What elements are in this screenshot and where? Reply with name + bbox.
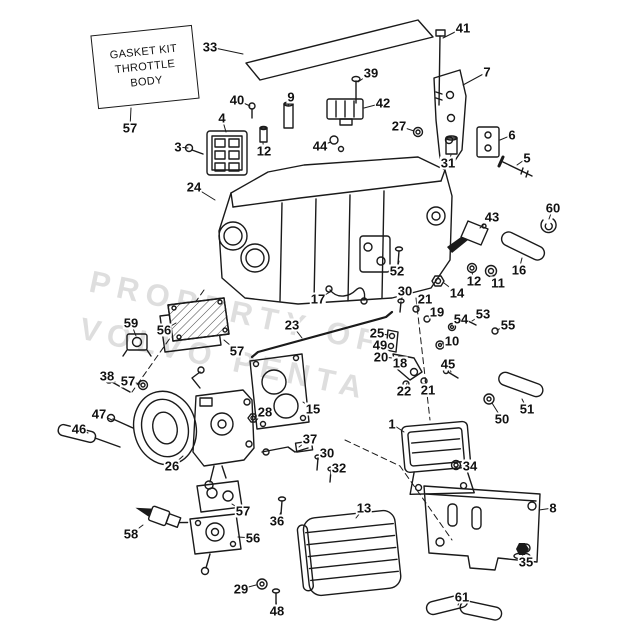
- part-number-48: 48: [268, 603, 286, 619]
- part-number-39: 39: [362, 65, 380, 81]
- hose-17: [325, 285, 368, 305]
- part-number-43: 43: [483, 209, 501, 225]
- part-number-42: 42: [374, 95, 392, 111]
- part-number-58: 58: [122, 526, 140, 542]
- hose-51: [498, 371, 544, 398]
- part-number-53: 53: [474, 306, 492, 322]
- part-number-52: 52: [388, 263, 406, 279]
- part-number-8: 8: [548, 500, 558, 516]
- grommet-60: [540, 218, 557, 234]
- intake-manifold-24: [218, 156, 453, 305]
- grommet-34: [450, 459, 462, 471]
- mounting-bracket-8: [423, 485, 541, 571]
- part-number-12: 12: [255, 143, 273, 159]
- part-number-36: 36: [268, 513, 286, 529]
- part-number-13: 13: [355, 500, 373, 516]
- part-number-27: 27: [390, 118, 408, 134]
- part-number-51: 51: [518, 401, 536, 417]
- part-number-23: 23: [283, 317, 301, 333]
- part-number-50: 50: [493, 411, 511, 427]
- part-number-10: 10: [443, 333, 461, 349]
- part-number-60: 60: [544, 200, 562, 216]
- part-number-55: 55: [499, 317, 517, 333]
- bolt-5: [497, 155, 533, 178]
- screw-52: [394, 246, 404, 265]
- part-number-31: 31: [439, 155, 457, 171]
- part-number-15: 15: [304, 401, 322, 417]
- part-number-14: 14: [448, 285, 466, 301]
- part-number-57: 57: [119, 373, 137, 389]
- part-number-21: 21: [416, 291, 434, 307]
- part-number-17: 17: [309, 291, 327, 307]
- nut-14: [431, 275, 445, 287]
- part-number-25: 25: [368, 325, 386, 341]
- part-number-11: 11: [490, 275, 506, 291]
- part-number-7: 7: [482, 64, 492, 80]
- part-number-37: 37: [301, 431, 319, 447]
- part-number-57: 57: [121, 120, 139, 136]
- part-number-12: 12: [465, 273, 483, 289]
- part-number-18: 18: [391, 355, 409, 371]
- part-number-29: 29: [232, 581, 250, 597]
- part-number-33: 33: [201, 39, 219, 55]
- part-number-57: 57: [228, 343, 246, 359]
- module-42: [326, 98, 364, 126]
- part-number-40: 40: [228, 92, 246, 108]
- bolt-41: [435, 29, 446, 106]
- part-number-57: 57: [234, 503, 252, 519]
- part-number-34: 34: [461, 458, 479, 474]
- part-number-56: 56: [155, 322, 173, 338]
- part-number-46: 46: [70, 421, 88, 437]
- part-number-59: 59: [122, 315, 140, 331]
- part-number-16: 16: [510, 262, 528, 278]
- part-number-30: 30: [396, 283, 414, 299]
- part-number-5: 5: [522, 150, 532, 166]
- gasket-15: [249, 353, 310, 430]
- part-number-1: 1: [387, 416, 397, 432]
- part-number-49: 49: [371, 337, 389, 353]
- pin-12: [259, 125, 268, 143]
- part-number-44: 44: [311, 138, 329, 154]
- part-number-21: 21: [419, 382, 437, 398]
- part-number-61: 61: [453, 589, 471, 605]
- mount-59: [122, 333, 152, 357]
- washer-57: [137, 379, 149, 391]
- sensor-58: [135, 505, 189, 528]
- fitting-50: [483, 393, 495, 405]
- bushing-31: [445, 135, 458, 155]
- part-number-32: 32: [330, 460, 348, 476]
- part-number-3: 3: [173, 139, 183, 155]
- part-number-47: 47: [90, 406, 108, 422]
- clip-27: [412, 126, 424, 138]
- control-module-1: [400, 420, 475, 496]
- part-number-30: 30: [318, 445, 336, 461]
- oil-cooler-13: [296, 509, 402, 597]
- cover-plate-33: [245, 19, 434, 81]
- part-number-4: 4: [217, 110, 227, 126]
- hose-16: [500, 231, 546, 261]
- part-number-20: 20: [372, 349, 390, 365]
- part-number-28: 28: [256, 404, 274, 420]
- part-number-26: 26: [163, 458, 181, 474]
- part-number-24: 24: [185, 179, 203, 195]
- grommet-29: [256, 578, 268, 590]
- part-number-38: 38: [98, 368, 116, 384]
- part-number-35: 35: [517, 554, 535, 570]
- part-number-45: 45: [439, 356, 457, 372]
- rings-44: [329, 135, 345, 153]
- bracket-56: [189, 513, 242, 576]
- sensor-module-4: [206, 130, 248, 176]
- part-number-6: 6: [507, 127, 517, 143]
- part-number-22: 22: [395, 383, 413, 399]
- block-6: [476, 126, 500, 158]
- part-number-19: 19: [428, 304, 446, 320]
- part-number-56: 56: [244, 530, 262, 546]
- throttle-rod-23: [250, 310, 394, 359]
- part-number-54: 54: [452, 311, 470, 327]
- part-number-9: 9: [286, 89, 296, 105]
- part-number-41: 41: [454, 20, 472, 36]
